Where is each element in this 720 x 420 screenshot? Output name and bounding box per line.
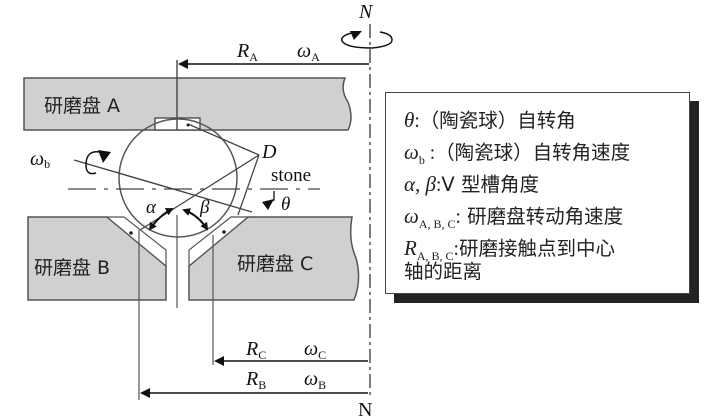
theta-label: θ (281, 194, 290, 215)
disc-c-label: 研磨盘 C (237, 253, 313, 275)
wc-label: ωC (304, 338, 326, 362)
legend-row-alpha-beta: α, β:V 型槽角度 (404, 172, 539, 196)
beta-label: β (199, 197, 210, 218)
point-d-label: D (261, 141, 277, 163)
ra-label: RA (236, 40, 258, 64)
legend-row-theta: θ:（陶瓷球）自转角 (404, 108, 576, 132)
disc-a (23, 77, 352, 131)
axis-rotation-icon (341, 31, 393, 49)
stone-label: stone (271, 165, 311, 186)
rc-label: RC (245, 338, 266, 362)
groove-c (188, 216, 250, 268)
legend-row-omega-abc: ωA, B, C: 研磨盘转动角速度 (404, 204, 624, 231)
ceramic-ball (118, 118, 238, 238)
omega-b-label: ωb (30, 148, 50, 171)
axis-label-top: N (358, 1, 374, 23)
alpha-angle-arc (148, 208, 174, 231)
legend-row-r-abc-cont: 轴的距离 (404, 260, 483, 283)
alpha-label: α (146, 197, 157, 218)
legend-row-r-abc: RA, B, C:研磨接触点到中心 (404, 236, 615, 263)
wb-label: ωB (304, 368, 326, 392)
disc-a-label: 研磨盘 A (44, 95, 120, 117)
rb-label: RB (245, 368, 266, 392)
disc-b-label: 研磨盘 B (34, 257, 110, 279)
wa-label: ωA (297, 40, 320, 64)
disc-c (188, 216, 360, 301)
ball-rotation-icon (85, 151, 101, 175)
beta-angle-arc (182, 208, 209, 231)
groove-b (105, 216, 167, 268)
legend-box: θ:（陶瓷球）自转角 ωb :（陶瓷球）自转角速度 α, β:V 型槽角度 ωA… (385, 92, 690, 294)
legend-row-omega-b: ωb :（陶瓷球）自转角速度 (404, 140, 631, 167)
axis-label-bottom: N (358, 399, 372, 420)
